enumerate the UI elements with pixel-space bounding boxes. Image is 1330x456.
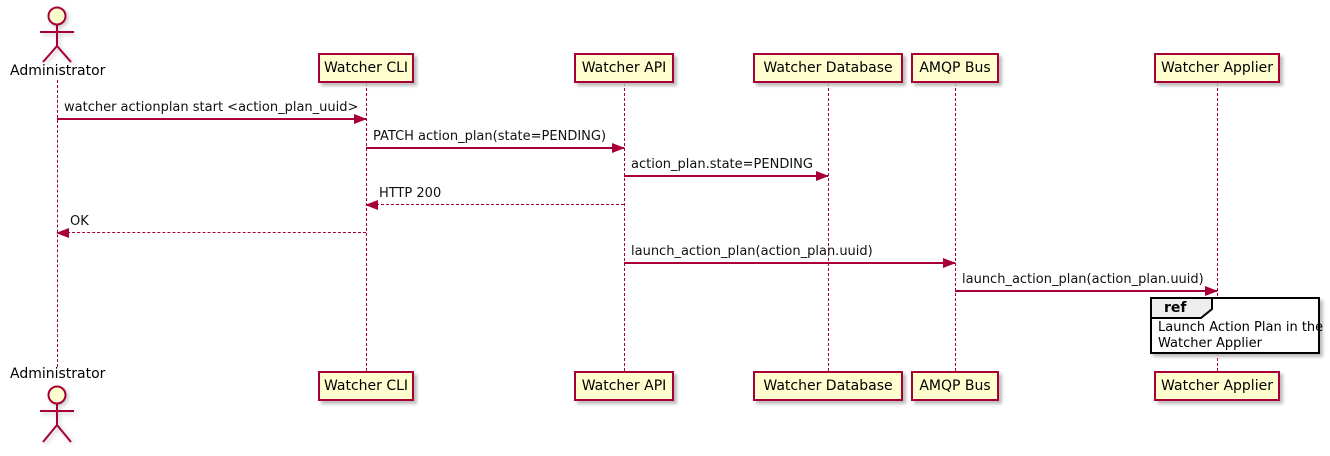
lifeline-watcher-cli [366,83,367,371]
message-2-label: PATCH action_plan(state=PENDING) [373,129,607,144]
arrowhead-right-icon [816,171,829,181]
message-4-label: HTTP 200 [379,186,442,201]
message-1-actionplan-start: watcher actionplan start <action_plan_uu… [57,96,367,124]
actor-label-top: Administrator [10,63,106,79]
lifeline-amqp-bus [955,83,956,371]
lifeline-watcher-api [624,83,625,371]
arrowhead-left-icon [365,200,378,210]
message-5-ok: OK [56,210,366,238]
participant-top-watcher-cli: Watcher CLI [318,53,414,83]
message-3-state-pending: action_plan.state=PENDING [624,153,829,181]
message-7-label: launch_action_plan(action_plan.uuid) [962,272,1204,287]
participant-bottom-watcher-cli: Watcher CLI [318,371,414,401]
message-4-http-200: HTTP 200 [365,182,624,210]
ref-header-pentagon-icon [1150,297,1213,319]
participant-bottom-amqp-bus: AMQP Bus [911,371,999,401]
message-2-patch-action-plan: PATCH action_plan(state=PENDING) [366,125,625,153]
ref-body-text: Launch Action Plan in the Watcher Applie… [1158,320,1323,352]
arrowhead-right-icon [612,143,625,153]
participant-top-amqp-bus: AMQP Bus [911,53,999,83]
arrowhead-right-icon [943,258,956,268]
message-1-label: watcher actionplan start <action_plan_uu… [64,100,359,115]
arrowhead-left-icon [56,228,69,238]
message-3-label: action_plan.state=PENDING [631,157,813,172]
ref-keyword: ref [1164,300,1187,316]
participant-top-watcher-applier: Watcher Applier [1154,53,1280,83]
participant-top-watcher-database: Watcher Database [753,53,903,83]
arrowhead-right-icon [354,114,367,124]
ref-fragment: ref Launch Action Plan in the Watcher Ap… [1150,297,1323,354]
lifeline-watcher-applier [1217,83,1218,371]
ref-body-line2: Watcher Applier [1158,336,1262,351]
actor-figure-bottom [40,385,74,443]
participant-bottom-watcher-database: Watcher Database [753,371,903,401]
lifeline-administrator [57,80,58,367]
lifeline-watcher-database [828,83,829,371]
arrowhead-right-icon [1205,286,1218,296]
participant-bottom-watcher-applier: Watcher Applier [1154,371,1280,401]
actor-figure-top [40,6,74,63]
message-6-launch-action-plan: launch_action_plan(action_plan.uuid) [624,240,956,268]
ref-body-line1: Launch Action Plan in the [1158,320,1324,335]
message-7-launch-action-plan: launch_action_plan(action_plan.uuid) [955,268,1218,296]
message-5-label: OK [70,214,89,229]
participant-bottom-watcher-api: Watcher API [574,371,674,401]
actor-label-bottom: Administrator [10,366,106,382]
message-6-label: launch_action_plan(action_plan.uuid) [631,244,873,259]
participant-top-watcher-api: Watcher API [574,53,674,83]
